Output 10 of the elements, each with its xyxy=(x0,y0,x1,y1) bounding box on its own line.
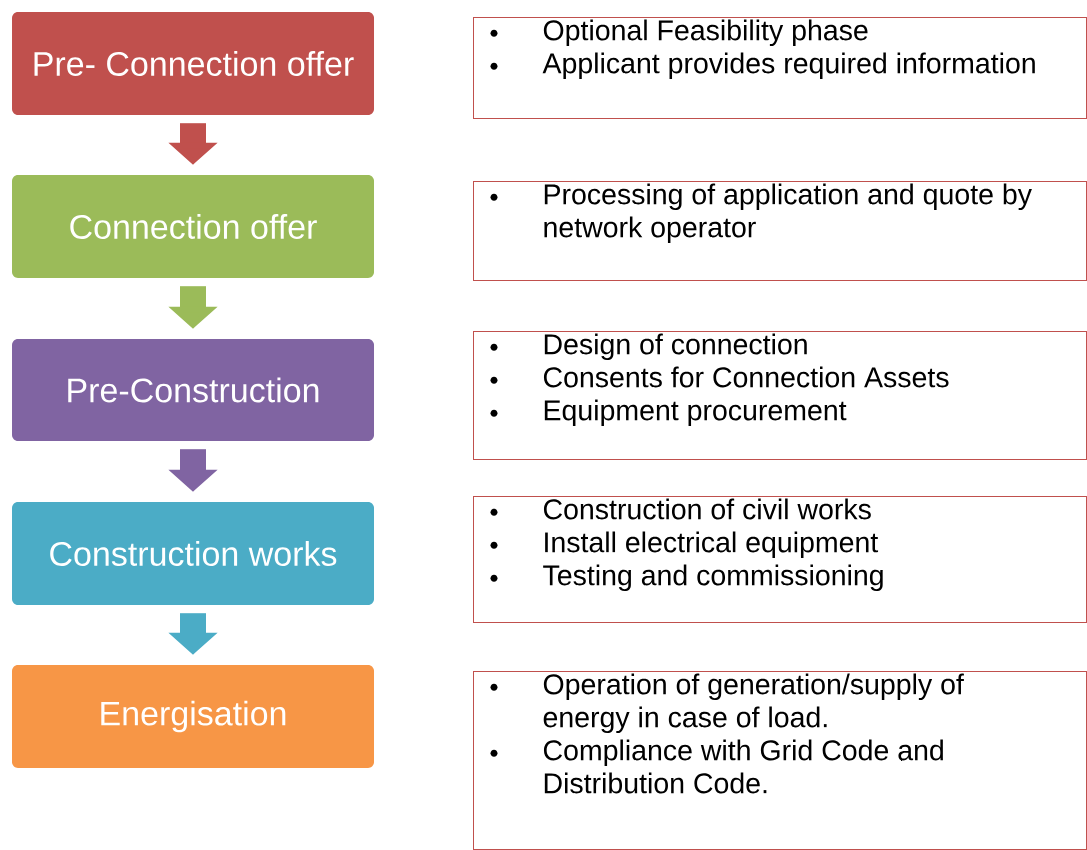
stage-box: Pre- Connection offer xyxy=(12,12,374,115)
stage-box: Energisation xyxy=(12,665,374,768)
description-box: Operation of generation/supply of energy in case of load. Compliance with Grid Code and Distribution Code. xyxy=(473,671,1087,850)
description-box: Optional Feasibility phase Applicant provides required information xyxy=(473,17,1087,119)
stage-box: Pre-Construction xyxy=(12,339,374,441)
description-box: Design of connection Consents for Connection Assets Equipment procurement xyxy=(473,331,1087,460)
description-box: Construction of civil works Install electrical equipment Testing and commissioning xyxy=(473,496,1087,623)
stage-box: Construction works xyxy=(12,502,374,605)
stage-box: Connection offer xyxy=(12,175,374,278)
description-box: Processing of application and quote by network operator xyxy=(473,181,1087,281)
